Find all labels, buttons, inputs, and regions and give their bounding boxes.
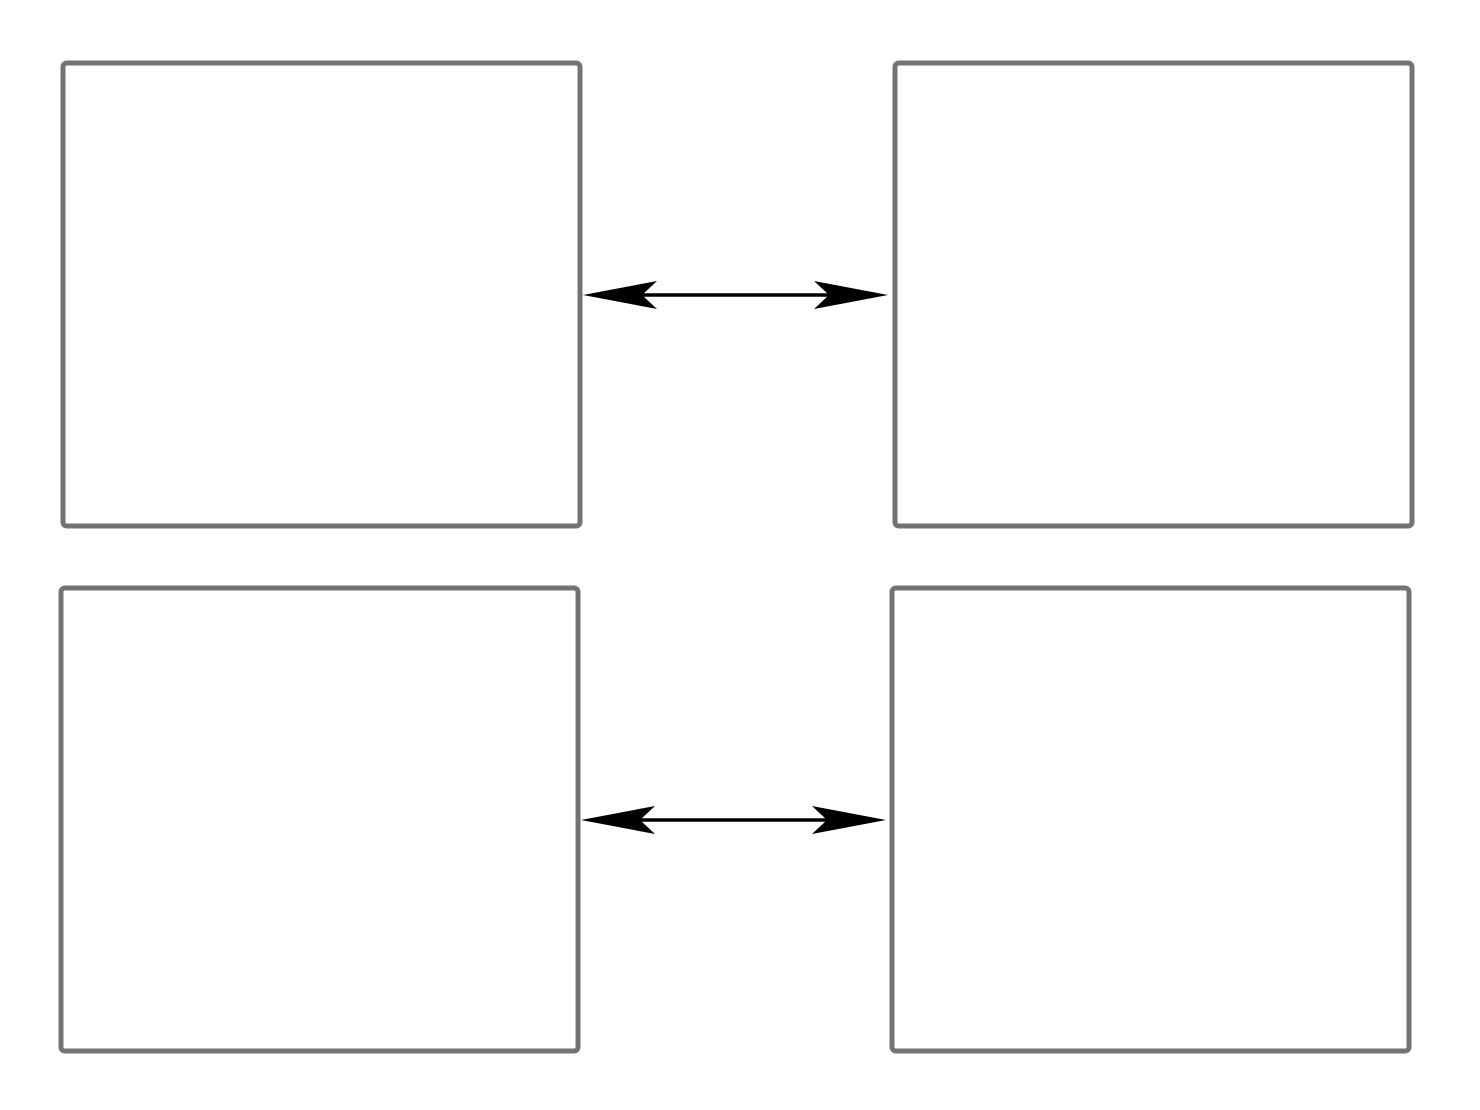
arrowhead-left-top [583,281,657,309]
box-bottom-left [58,585,581,1054]
box-bottom-right [889,585,1412,1054]
box-top-right [892,60,1415,529]
arrowhead-right-bottom [812,806,886,834]
box-top-left [60,60,583,529]
bidirectional-arrow-bottom [581,806,886,834]
arrowhead-left-bottom [581,806,655,834]
bidirectional-arrow-top [583,281,888,309]
arrowhead-right-top [814,281,888,309]
